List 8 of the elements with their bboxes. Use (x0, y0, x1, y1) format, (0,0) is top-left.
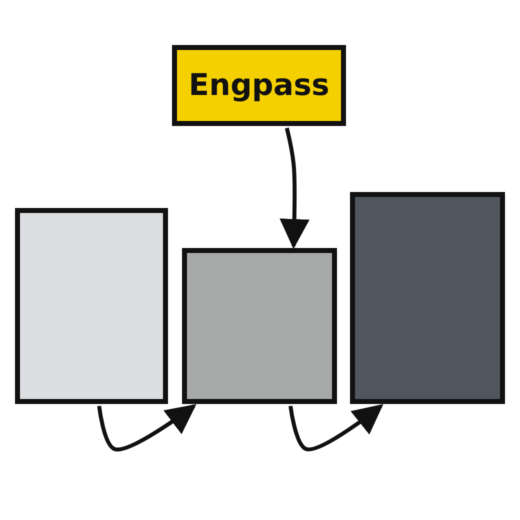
dark-box (350, 192, 505, 404)
middle-box (182, 248, 337, 404)
label-box (172, 45, 346, 126)
box-label: Engpass (188, 68, 330, 103)
light-box (15, 208, 168, 404)
arrow (97, 404, 196, 452)
arrow (288, 404, 384, 452)
arrow (280, 128, 310, 249)
